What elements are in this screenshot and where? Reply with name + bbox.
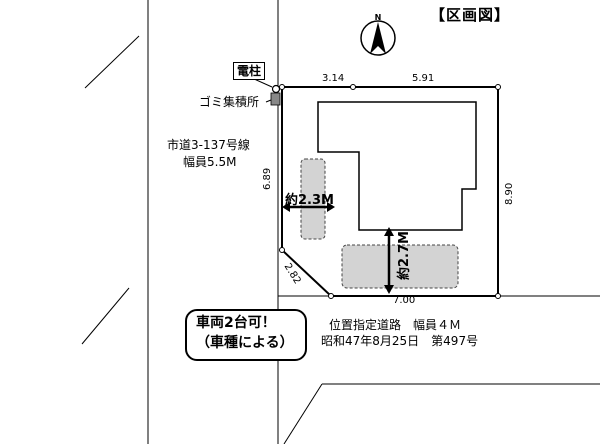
north-letter: N bbox=[375, 13, 382, 22]
dimension-top-left: 3.14 bbox=[322, 73, 345, 84]
cars-note-line1: 車両2台可！ bbox=[196, 315, 276, 331]
cars-note-box bbox=[185, 309, 307, 361]
parking-width-label: 約2.3M bbox=[285, 193, 334, 208]
boundary-marker bbox=[279, 247, 285, 253]
page-title: 【区画図】 bbox=[430, 6, 511, 24]
utility-pole-icon bbox=[271, 84, 281, 94]
road-left-edge-upper bbox=[84, 35, 140, 89]
designated-road-designation: 昭和47年8月25日 第497号 bbox=[321, 334, 479, 348]
city-road-name: 市道3-137号線 bbox=[167, 138, 250, 152]
parking-space-horizontal bbox=[341, 244, 459, 289]
building-footprint bbox=[317, 101, 477, 231]
garbage-point-icon bbox=[270, 92, 281, 106]
designated-road-name: 位置指定道路 幅員４Ｍ bbox=[329, 318, 462, 332]
dimension-bottom: 7.00 bbox=[393, 295, 416, 306]
parking-length-label: 約2.7M bbox=[397, 231, 412, 280]
cars-note-line2: （車種による） bbox=[196, 335, 294, 351]
boundary-marker bbox=[495, 84, 501, 90]
boundary-marker bbox=[350, 84, 356, 90]
boundary-marker bbox=[279, 84, 285, 90]
city-road-width: 幅員5.5M bbox=[183, 155, 237, 169]
utility-pole-label: 電柱 bbox=[233, 62, 266, 80]
north-arrow-icon bbox=[370, 22, 386, 54]
dimension-left-side: 6.89 bbox=[262, 167, 273, 190]
arrowhead bbox=[282, 202, 290, 212]
access-road-corner bbox=[283, 383, 323, 444]
road-left-edge-lower bbox=[81, 287, 130, 345]
garbage-point-label: ゴミ集積所 bbox=[199, 95, 260, 109]
arrowhead bbox=[384, 285, 394, 294]
lot-boundary bbox=[281, 86, 499, 297]
boundary-marker bbox=[328, 293, 334, 299]
dimension-right-side: 8.90 bbox=[504, 182, 515, 205]
boundary-marker bbox=[495, 293, 501, 299]
north-arrow-ring bbox=[360, 20, 396, 56]
parking-space-vertical bbox=[300, 158, 326, 240]
arrowhead bbox=[384, 227, 394, 236]
dimension-top-right: 5.91 bbox=[412, 73, 435, 84]
garbage-leader-line bbox=[265, 99, 272, 103]
arrowhead bbox=[327, 202, 335, 212]
